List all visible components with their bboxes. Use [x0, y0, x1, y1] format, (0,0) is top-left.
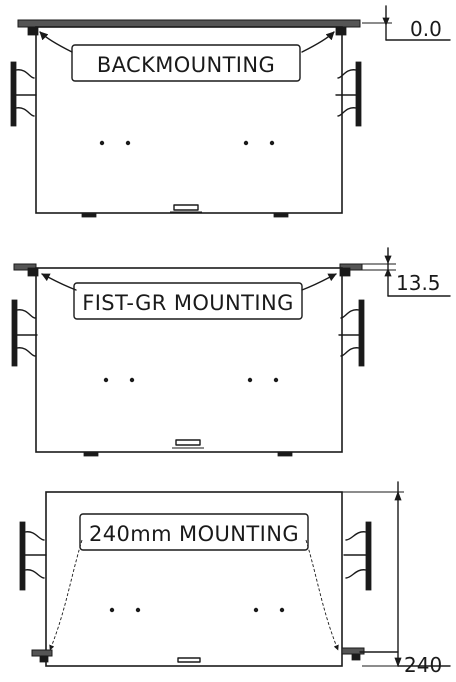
diagram-label: BACKMOUNTING	[97, 53, 275, 77]
side-latch-left	[19, 521, 47, 591]
front-handle	[175, 439, 201, 446]
swing-curve-right	[305, 539, 339, 651]
bracket-tr	[335, 26, 347, 36]
wall-plate	[17, 19, 361, 28]
swing-arrow-right	[301, 273, 337, 291]
standoff-left	[31, 649, 53, 657]
swing-arrow-right	[301, 31, 335, 53]
dimension-marker	[362, 247, 451, 297]
dimension-marker	[362, 5, 451, 41]
bracket-tl	[27, 26, 39, 36]
fist-gr-mounting-diagram: FIST-GR MOUNTING 13.5	[11, 247, 451, 457]
foot-left	[81, 212, 97, 218]
bracket-tr	[339, 267, 351, 277]
enclosure-body	[35, 26, 343, 214]
screw-dots	[99, 140, 275, 146]
wall-bracket-right	[339, 263, 363, 271]
bracket-tl	[27, 267, 39, 277]
diagram-label: FIST-GR MOUNTING	[82, 291, 294, 315]
label-box	[79, 513, 309, 551]
side-latch-left	[11, 299, 38, 367]
front-handle	[173, 204, 199, 211]
side-latch-left	[10, 61, 37, 127]
swing-arrow-left	[39, 31, 73, 53]
wall-bracket-left	[13, 263, 37, 271]
dimension-value: 240	[404, 653, 442, 677]
screw-dots	[109, 607, 285, 613]
side-latch-right	[338, 299, 365, 367]
label-box	[71, 44, 301, 82]
foot-right	[277, 451, 293, 457]
foot-right	[273, 212, 289, 218]
dimension-value: 0.0	[410, 17, 442, 41]
foot-left	[83, 451, 99, 457]
enclosure-body	[35, 267, 343, 453]
screw-dots	[103, 377, 279, 383]
swing-curve-left	[49, 539, 83, 651]
backmounting-diagram: BACKMOUNTING 0.0	[10, 5, 451, 218]
enclosure-body	[45, 491, 343, 667]
240mm-mounting-diagram: 240mm MOUNTING 240	[19, 481, 451, 677]
standoff-right	[341, 647, 365, 655]
side-latch-right	[335, 61, 362, 127]
side-latch-right	[343, 521, 372, 591]
dimension-marker	[342, 481, 451, 668]
label-box	[73, 282, 303, 320]
front-handle	[177, 657, 201, 663]
diagram-label: 240mm MOUNTING	[89, 522, 299, 546]
dimension-value: 13.5	[396, 271, 441, 295]
swing-arrow-left	[41, 273, 77, 291]
